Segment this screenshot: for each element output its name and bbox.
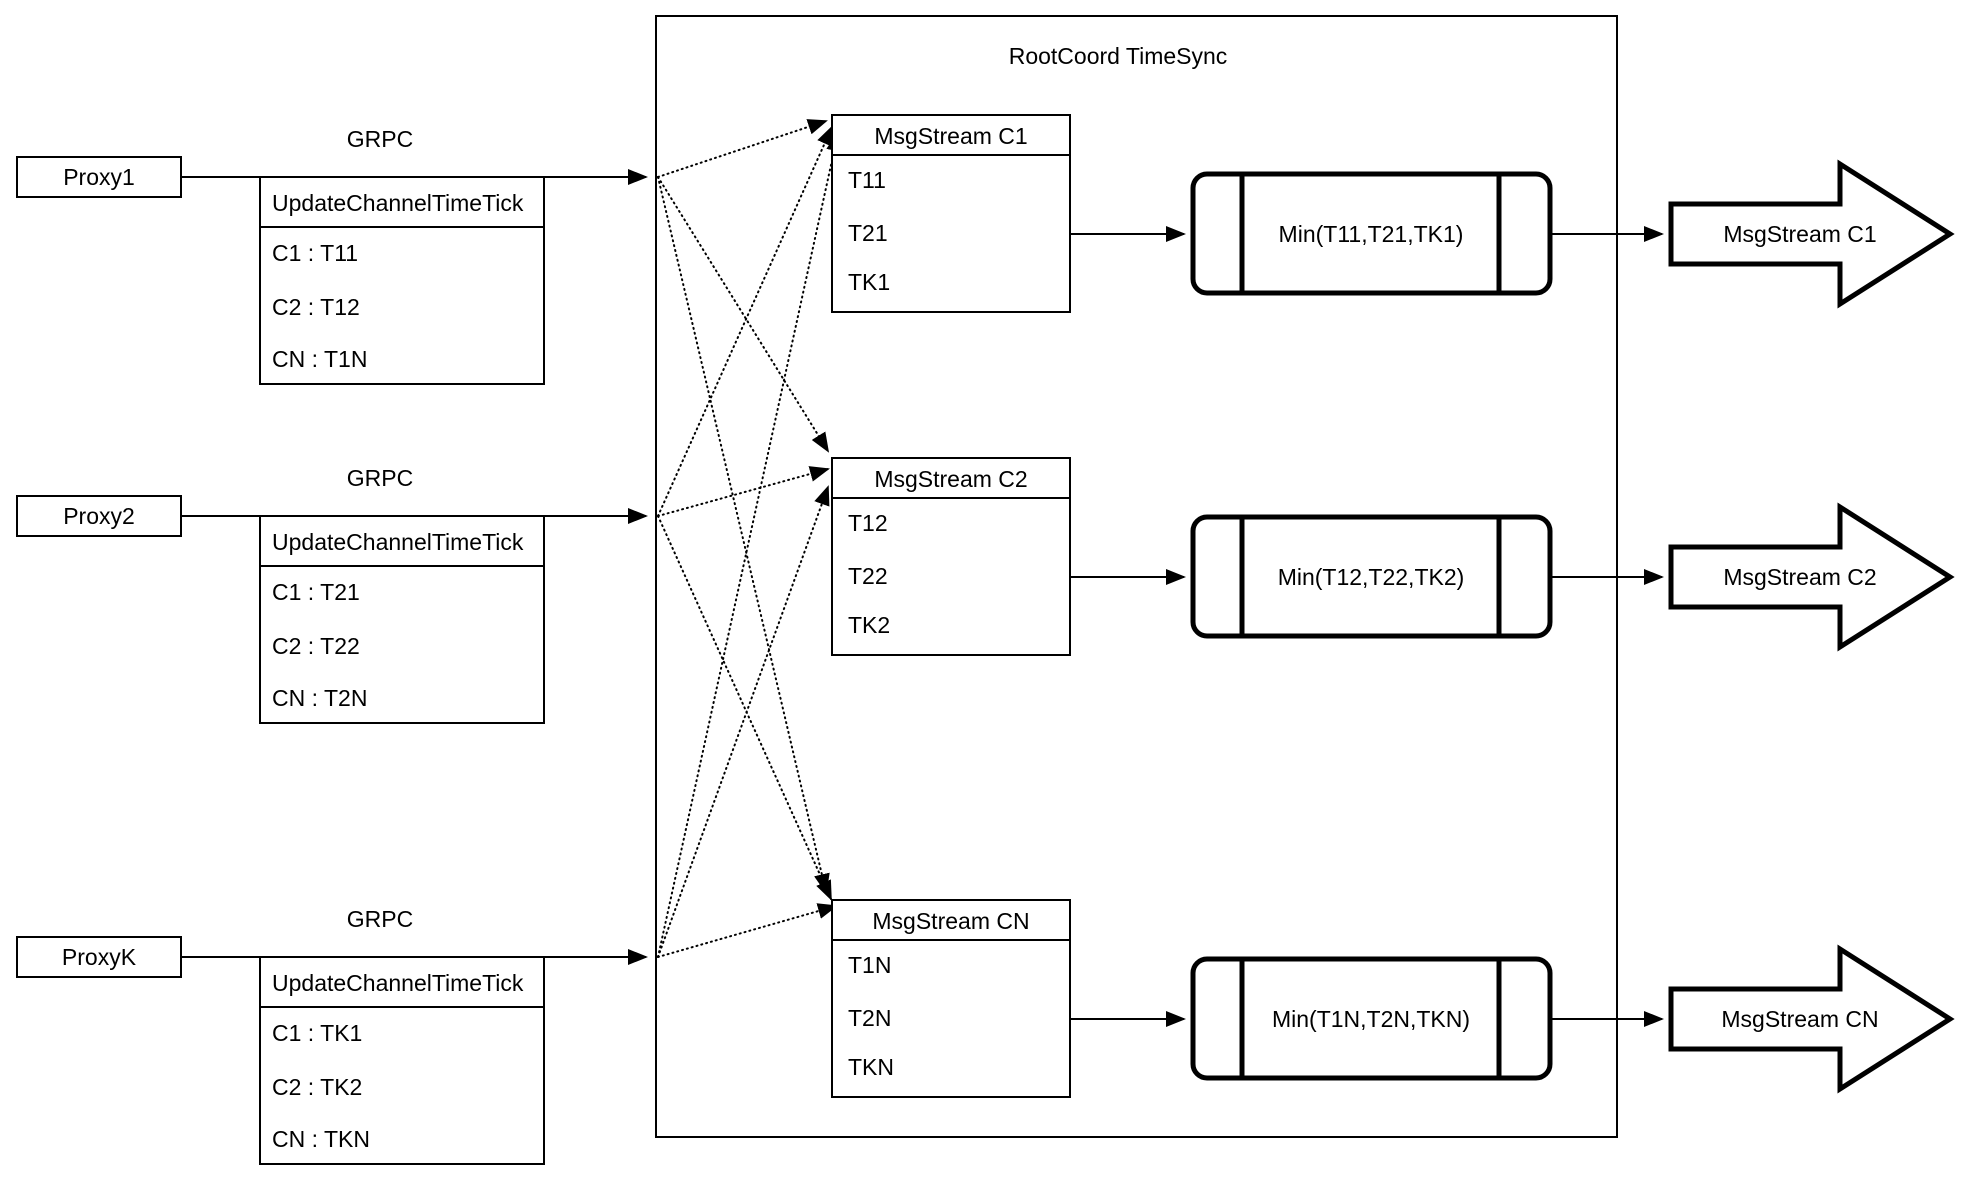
proxy-label: Proxy1 xyxy=(63,164,135,190)
table-header: UpdateChannelTimeTick xyxy=(272,529,524,555)
msgstream-value: TKN xyxy=(848,1054,894,1080)
timetick-table xyxy=(259,515,545,724)
output-arrow-label: MsgStream C1 xyxy=(1723,221,1876,247)
proxy-section-3: ProxyK GRPC UpdateChannelTimeTick C1 : T… xyxy=(16,906,648,1165)
broadcast-arrow xyxy=(657,903,838,958)
table-row: CN : T2N xyxy=(272,685,367,711)
msgstream-value: T22 xyxy=(848,563,888,589)
table-row: CN : T1N xyxy=(272,346,367,372)
min-label: Min(T11,T21,TK1) xyxy=(1279,221,1464,247)
grpc-label: GRPC xyxy=(347,126,413,152)
broadcast-arrow xyxy=(657,466,830,517)
timetick-table xyxy=(259,956,545,1165)
output-arrow xyxy=(1668,159,1955,309)
timetick-table xyxy=(259,176,545,385)
grpc-label: GRPC xyxy=(347,465,413,491)
table-row: C1 : T11 xyxy=(272,240,358,266)
stream-row-2: MsgStream C2 T12 T22 TK2 Min(T12,T22,TK2… xyxy=(831,457,1955,656)
stream-row-1: MsgStream C1 T11 T21 TK1 Min(T11,T21,TK1… xyxy=(831,114,1955,313)
table-row: C2 : T12 xyxy=(272,294,360,320)
proxy-box xyxy=(16,936,182,978)
msgstream-table xyxy=(831,457,1071,656)
broadcast-arrow xyxy=(657,485,830,958)
table-row: C1 : TK1 xyxy=(272,1020,362,1046)
msgstream-value: T12 xyxy=(848,510,888,536)
broadcast-arrows xyxy=(657,119,842,958)
msgstream-table xyxy=(831,114,1071,313)
table-header: UpdateChannelTimeTick xyxy=(272,970,524,996)
output-arrow-label: MsgStream CN xyxy=(1721,1006,1878,1032)
proxy-label: ProxyK xyxy=(62,944,137,970)
proxy-box xyxy=(16,156,182,198)
msgstream-value: T2N xyxy=(848,1005,891,1031)
output-arrow xyxy=(1668,944,1955,1094)
broadcast-arrow xyxy=(657,131,842,958)
proxy-section-2: Proxy2 GRPC UpdateChannelTimeTick C1 : T… xyxy=(16,465,648,724)
msgstream-value: TK2 xyxy=(848,612,890,638)
table-row: C2 : TK2 xyxy=(272,1074,362,1100)
msgstream-value: T11 xyxy=(848,167,886,193)
broadcast-arrow xyxy=(657,515,832,901)
rootcoord-title: RootCoord TimeSync xyxy=(1009,43,1228,69)
msgstream-value: T21 xyxy=(848,220,888,246)
min-label: Min(T1N,T2N,TKN) xyxy=(1272,1006,1470,1032)
broadcast-arrow xyxy=(657,125,833,517)
table-row: C2 : T22 xyxy=(272,633,360,659)
output-arrow xyxy=(1668,502,1955,652)
broadcast-arrow xyxy=(657,176,830,894)
proxy-box xyxy=(16,495,182,537)
msgstream-header: MsgStream C2 xyxy=(874,466,1027,492)
output-arrow-label: MsgStream C2 xyxy=(1723,564,1876,590)
table-header: UpdateChannelTimeTick xyxy=(272,190,524,216)
broadcast-arrow xyxy=(657,119,828,178)
min-label: Min(T12,T22,TK2) xyxy=(1278,564,1465,590)
msgstream-table xyxy=(831,899,1071,1098)
proxy-label: Proxy2 xyxy=(63,503,135,529)
stream-row-3: MsgStream CN T1N T2N TKN Min(T1N,T2N,TKN… xyxy=(831,899,1955,1098)
broadcast-arrow xyxy=(657,176,830,453)
msgstream-header: MsgStream C1 xyxy=(874,123,1027,149)
table-row: CN : TKN xyxy=(272,1126,370,1152)
msgstream-value: T1N xyxy=(848,952,891,978)
grpc-label: GRPC xyxy=(347,906,413,932)
proxy-section-1: Proxy1 GRPC UpdateChannelTimeTick C1 : T… xyxy=(16,126,648,385)
table-row: C1 : T21 xyxy=(272,579,360,605)
msgstream-header: MsgStream CN xyxy=(872,908,1029,934)
msgstream-value: TK1 xyxy=(848,269,890,295)
